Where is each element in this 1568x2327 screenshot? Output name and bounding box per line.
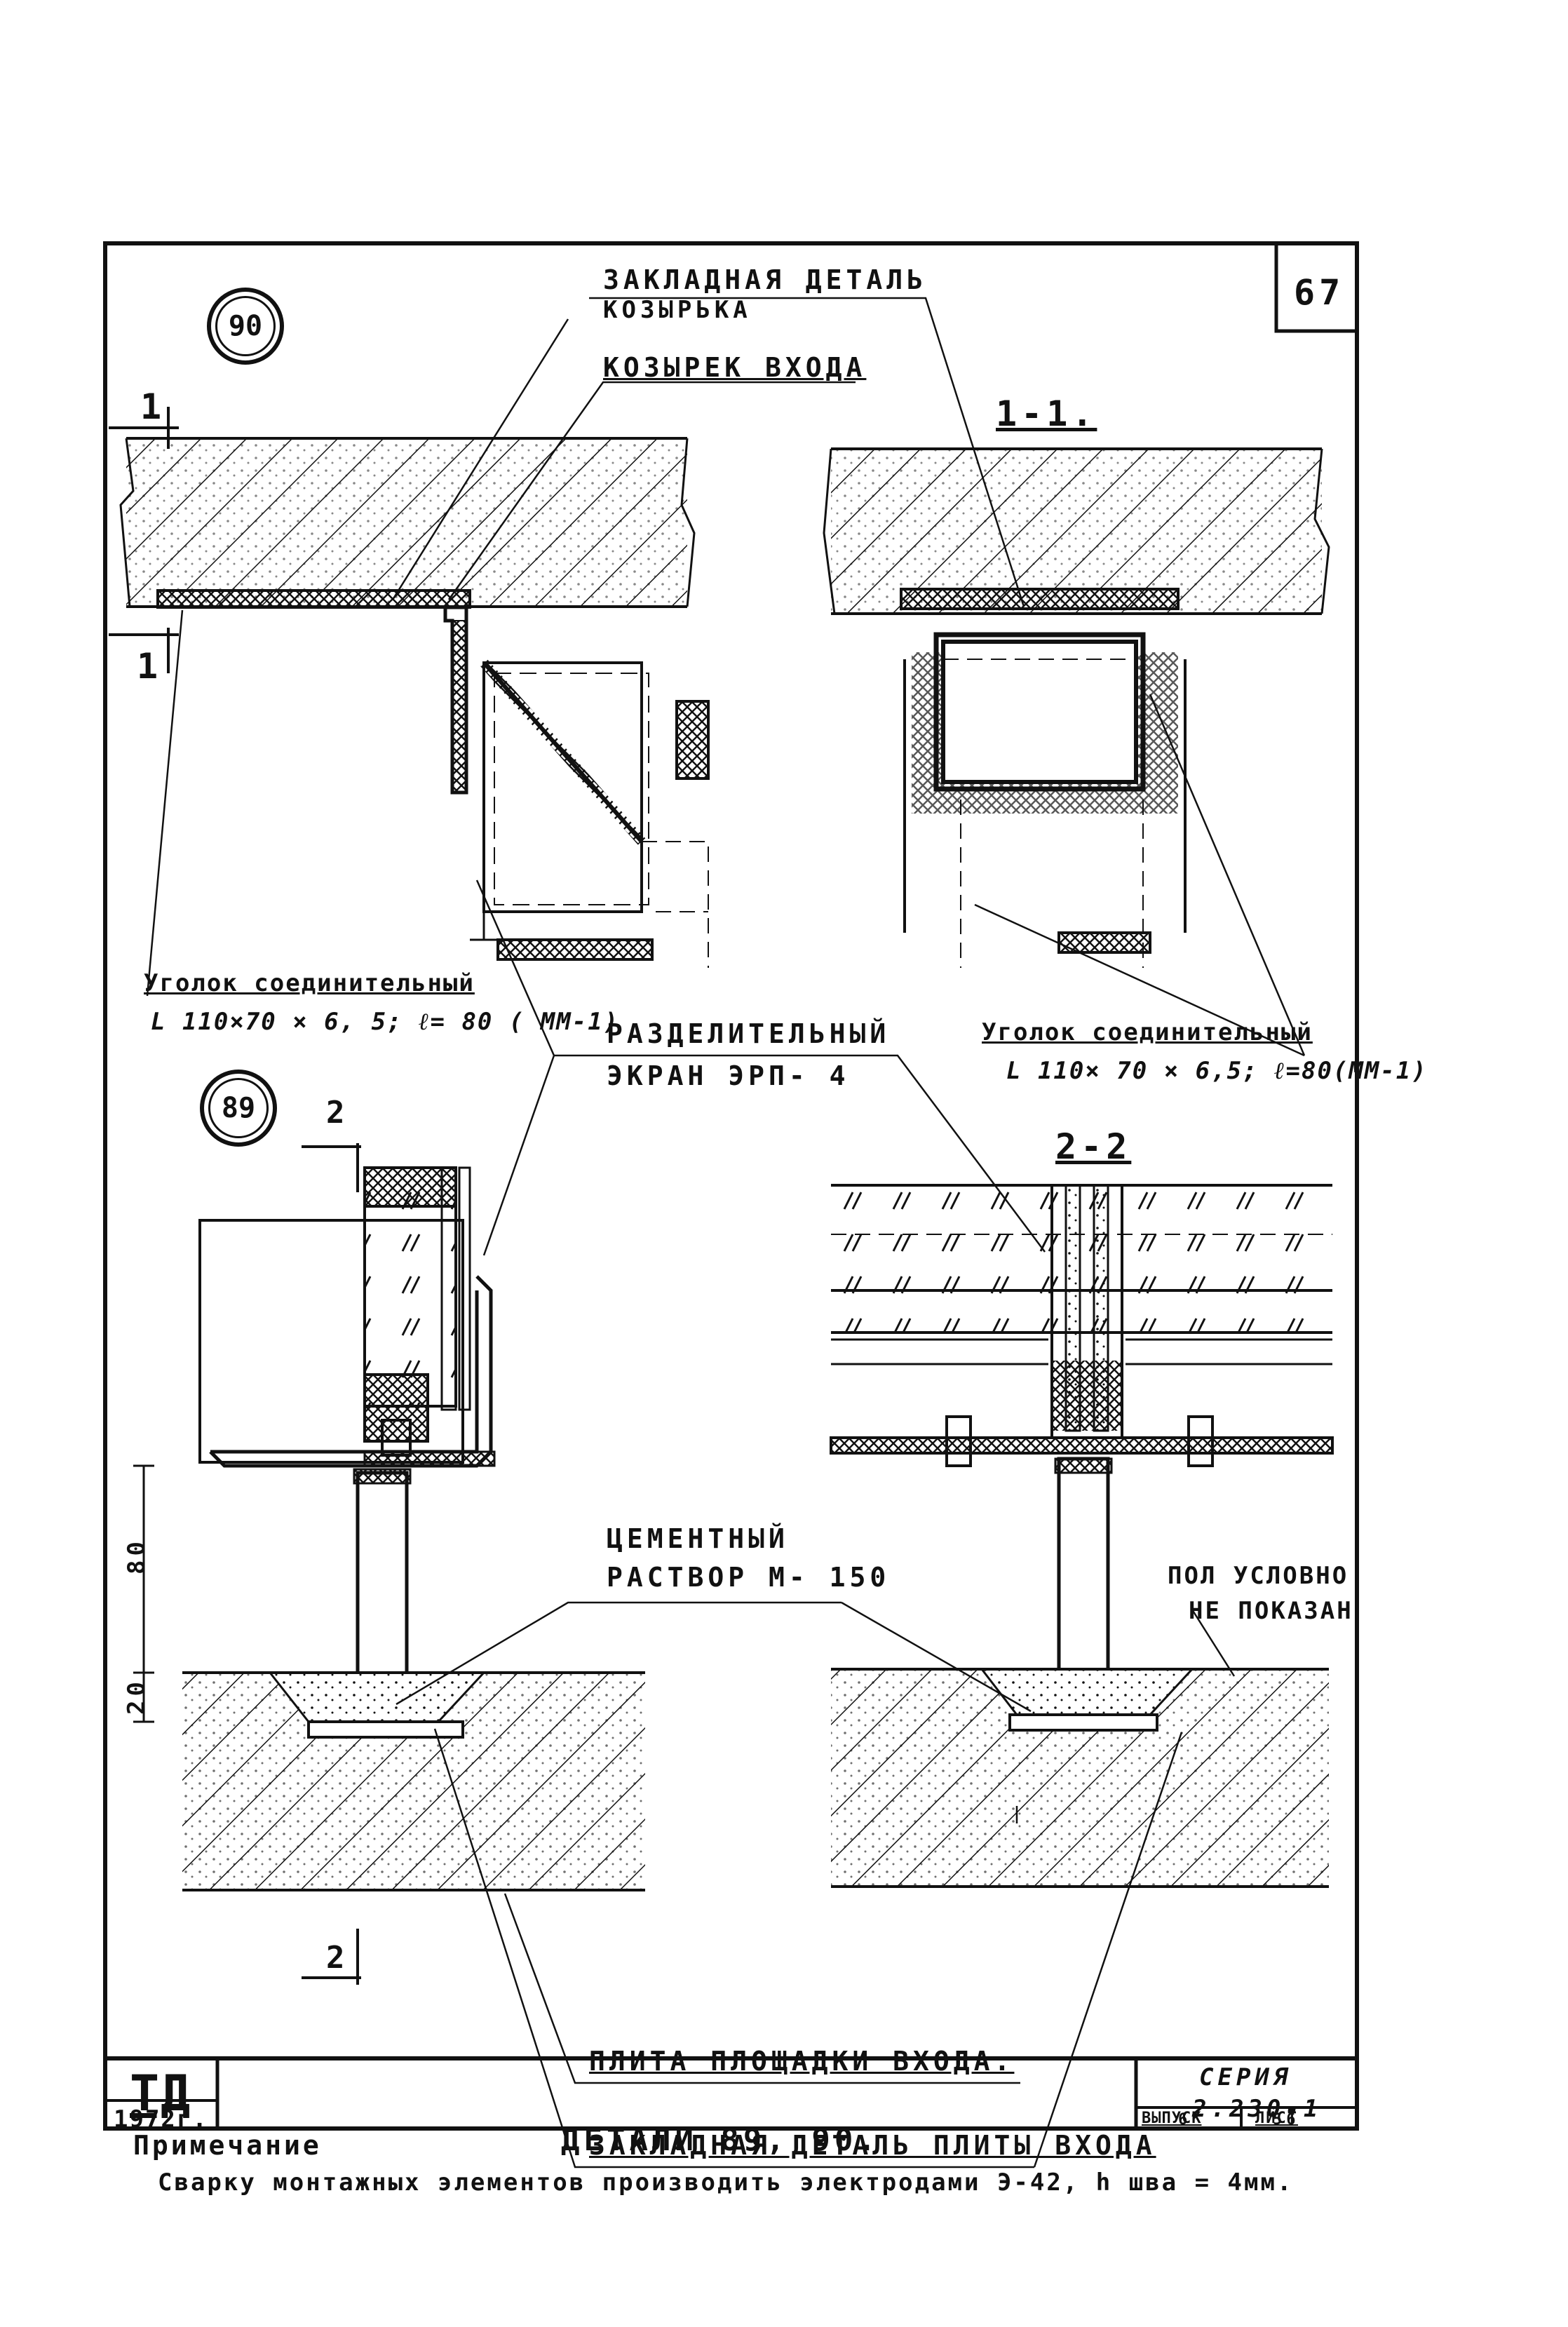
cut-mark-1-top: 1 <box>140 386 166 427</box>
title-block-lines <box>105 2056 1357 2129</box>
cut-mark-2-bottom: 2 <box>326 1940 349 1976</box>
sheet-number: 67 <box>1294 272 1345 313</box>
cut-mark-2-top: 2 <box>326 1095 349 1131</box>
detail-number-90: 90 <box>228 310 263 342</box>
title-block-sheet-label: ЛИСТ <box>1255 2110 1298 2127</box>
section-title-2-2: 2-2 <box>1055 1126 1132 1167</box>
callout-entrance-slab: ПЛИТА ПЛОЩАДКИ ВХОДА. <box>589 2046 1015 2077</box>
title-block-issue-label: ВЫПУСК <box>1142 2110 1202 2127</box>
title-block-issue-value: 6 <box>1178 2111 1192 2129</box>
callout-floor-line1: ПОЛ УСЛОВНО <box>1168 1562 1349 1590</box>
detail-number-89: 89 <box>221 1092 256 1124</box>
title-block-year: 1972г. <box>114 2105 208 2133</box>
callout-angle-right-line1: Уголок соединительный <box>982 1018 1313 1046</box>
dimension-80: 80 <box>123 1537 151 1574</box>
detail-marker-89: 89 <box>200 1070 277 1147</box>
detail-89-drawing <box>133 1143 645 1985</box>
callout-mortar-line2: РАСТВОР М- 150 <box>607 1562 891 1593</box>
title-block-sheet-value: 56 <box>1273 2111 1300 2129</box>
callout-embed-slab: ЗАКЛАДНАЯ ДЕТАЛЬ ПЛИТЫ ВХОДА <box>589 2130 1156 2161</box>
callout-screen-line1: РАЗДЕЛИТЕЛЬНЫЙ <box>607 1018 891 1049</box>
note-heading: Примечание <box>133 2130 322 2161</box>
callout-angle-right-line2: L 110× 70 × 6,5; ℓ=80(ММ-1) <box>1006 1057 1428 1085</box>
note-text: Сварку монтажных элементов производить э… <box>158 2169 1294 2197</box>
callout-screen-line2: ЭКРАН ЭРП- 4 <box>607 1060 850 1091</box>
detail-marker-90: 90 <box>207 288 284 365</box>
callout-embed-canopy-line1: ЗАКЛАДНАЯ ДЕТАЛЬ <box>603 264 928 295</box>
dimension-20: 20 <box>123 1678 151 1715</box>
callout-angle-left-line2: L 110×70 × 6, 5; ℓ= 80 ( ММ-1) <box>151 1008 620 1036</box>
title-block-series-label: СЕРИЯ <box>1199 2063 1292 2091</box>
title-block-title: ДЕТАЛИ 89, 90. <box>561 2122 880 2158</box>
leader-lines <box>146 297 1306 2169</box>
section-title-1-1: 1-1. <box>996 393 1097 434</box>
title-block-series-value: 2.230-1 <box>1192 2095 1323 2123</box>
sheet-frame <box>103 241 1359 2131</box>
detail-90-drawing <box>109 407 710 968</box>
section-1-1-drawing <box>823 447 1330 968</box>
callout-floor-line2: НЕ ПОКАЗАН <box>1189 1597 1353 1625</box>
callout-angle-left-line1: Уголок соединительный <box>144 969 475 997</box>
section-2-2-drawing <box>830 1184 1334 1888</box>
callout-embed-canopy-line2: КОЗЫРЬКА <box>603 296 752 324</box>
callout-mortar-line1: ЦЕМЕНТНЫЙ <box>607 1523 789 1554</box>
callout-canopy: КОЗЫРЕК ВХОДА <box>603 352 867 383</box>
cut-mark-1-bottom: 1 <box>137 646 163 687</box>
title-block-org: ТД <box>130 2065 192 2122</box>
